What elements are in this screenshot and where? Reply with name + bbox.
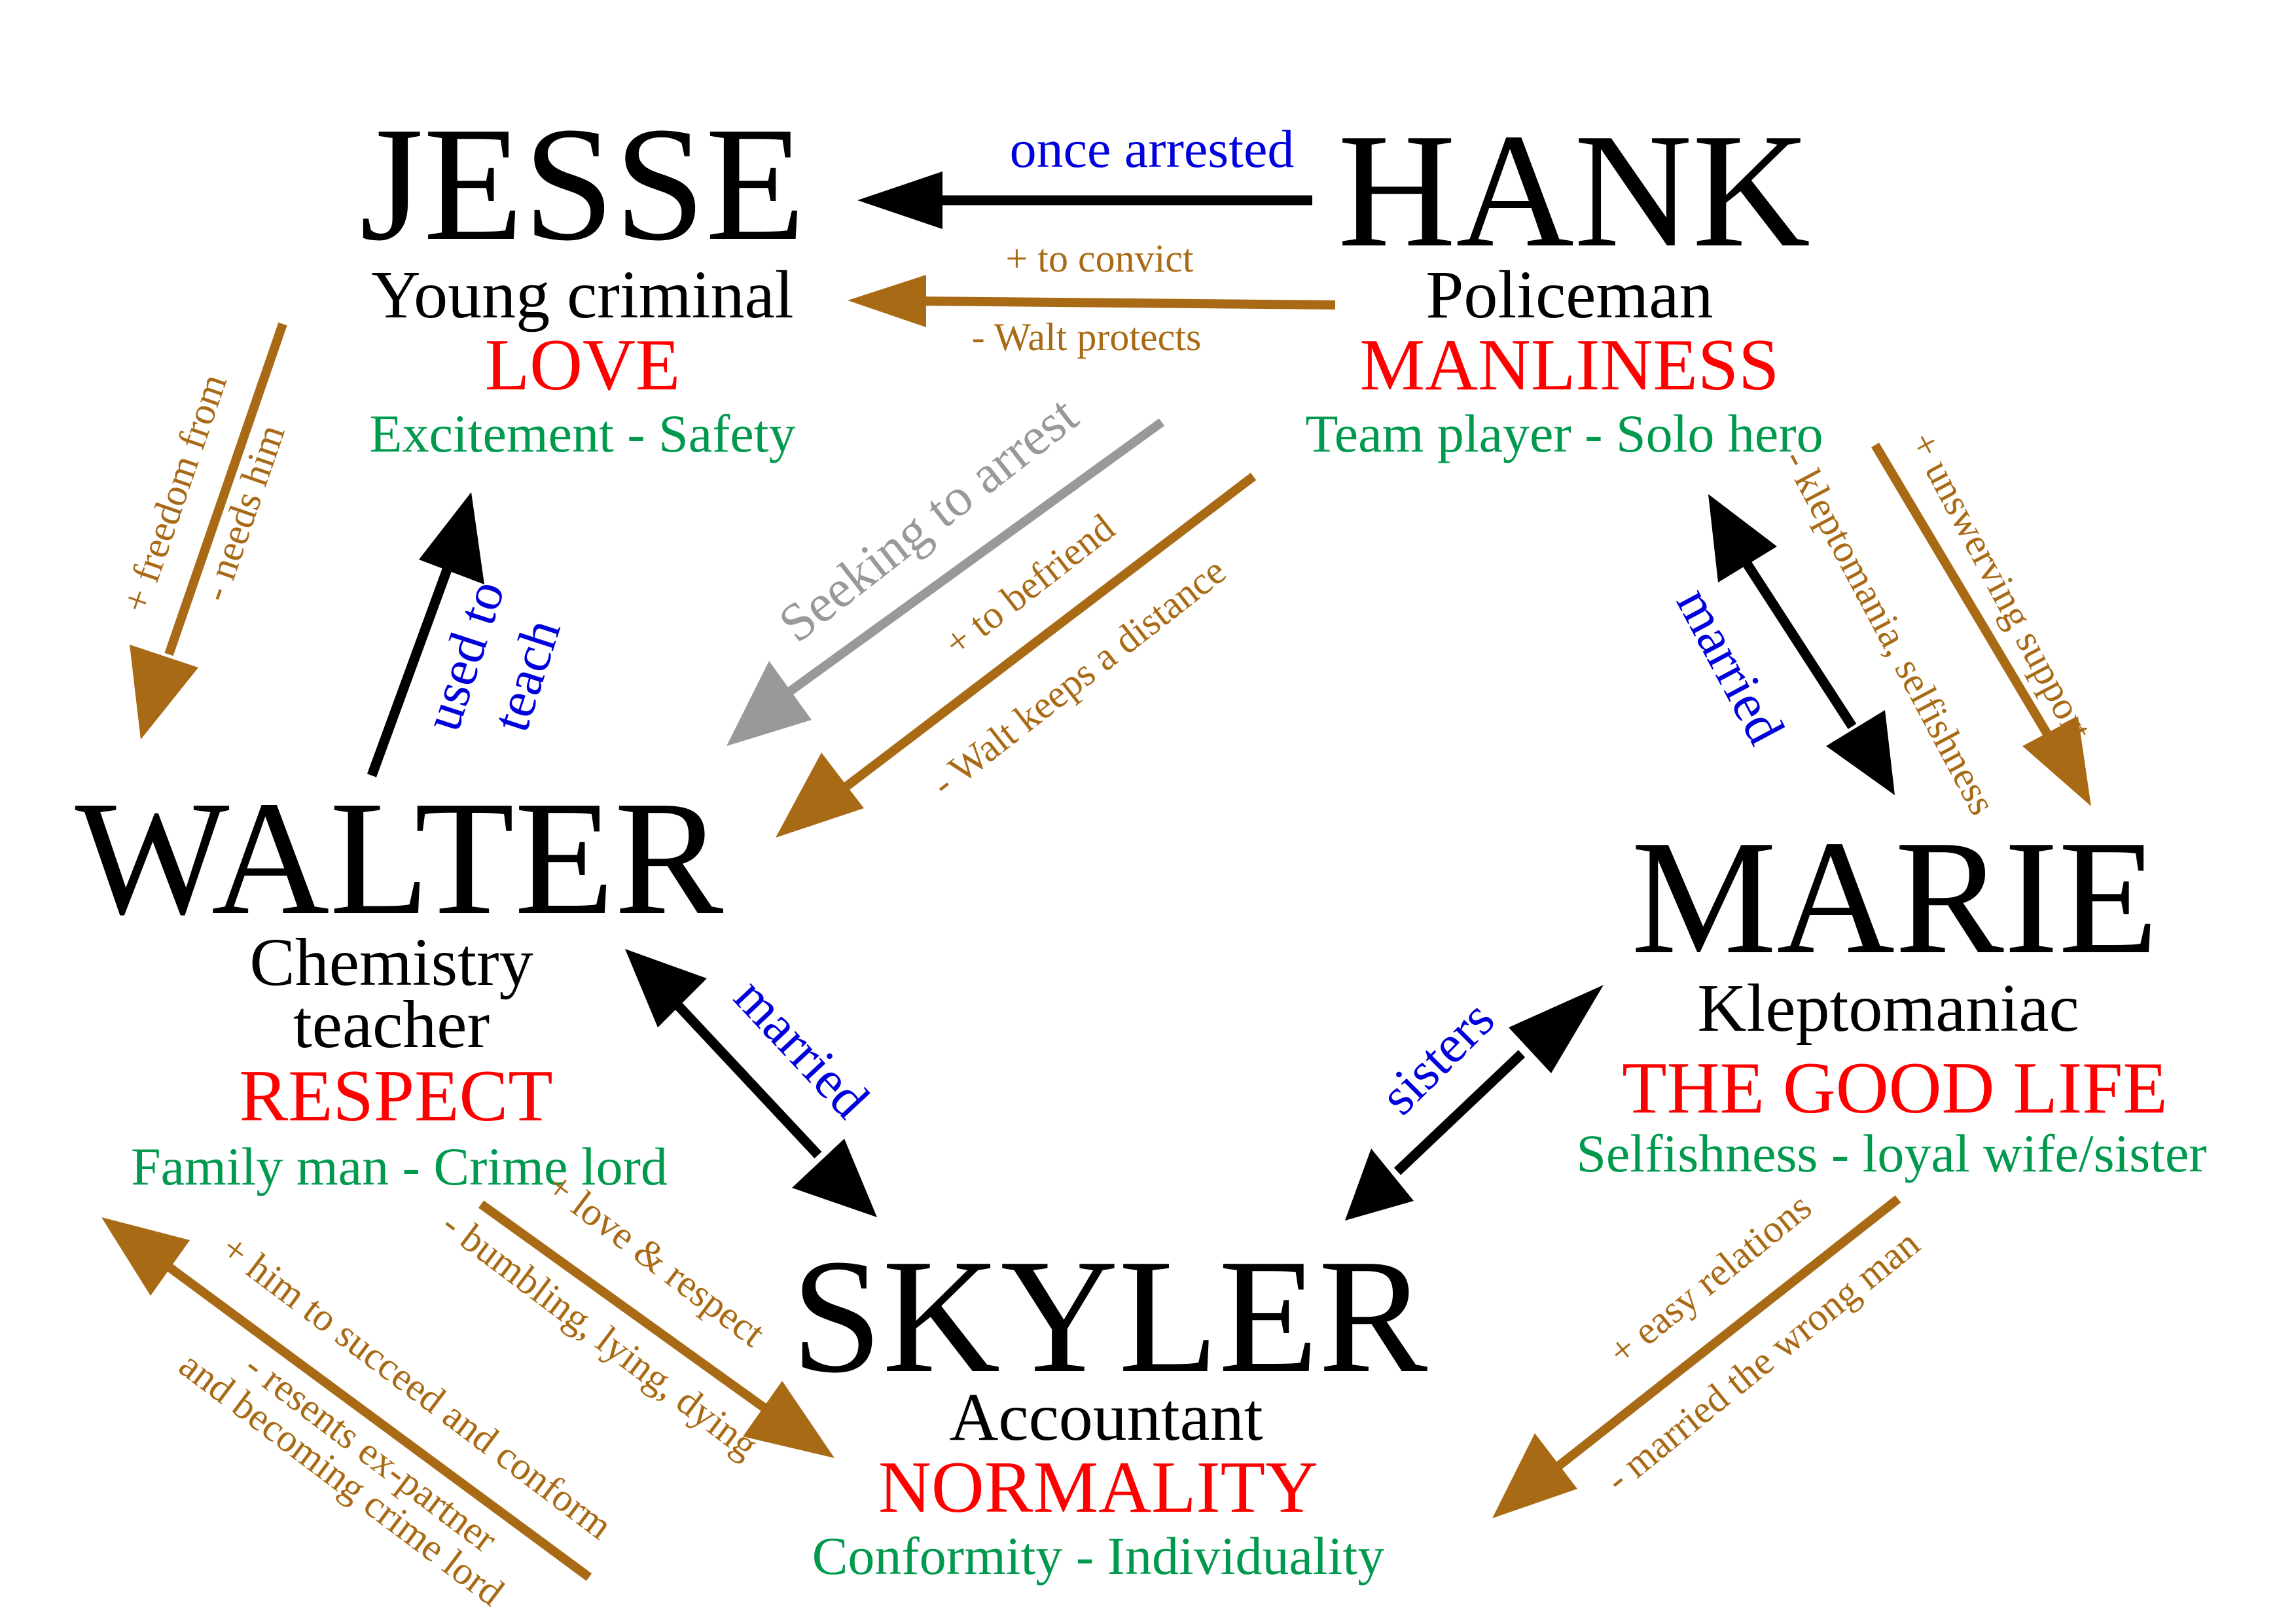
walter-value: RESPECT xyxy=(239,1056,552,1137)
marie-conflict: Selfishness - loyal wife/sister xyxy=(1576,1124,2206,1183)
jesse-role: Young criminal xyxy=(371,257,793,332)
label-sisters: sisters xyxy=(1369,989,1505,1126)
character-marie: MARIE Kleptomaniac THE GOOD LIFE Selfish… xyxy=(1576,807,2206,1183)
character-walter: WALTER Chemistry teacher RESPECT Family … xyxy=(75,768,724,1196)
walter-name: WALTER xyxy=(75,768,724,949)
character-jesse: JESSE Young criminal LOVE Excitement - S… xyxy=(360,94,806,463)
arrow-hank-to-jesse-motive xyxy=(848,275,1336,327)
hank-conflict: Team player - Solo hero xyxy=(1305,404,1823,463)
arrow-walter-to-skyler-motive xyxy=(478,1200,834,1458)
skyler-value: NORMALITY xyxy=(878,1447,1318,1528)
jesse-value: LOVE xyxy=(485,325,681,406)
label-married-walter-skyler: married xyxy=(723,967,880,1130)
label-once-arrested: once arrested xyxy=(1010,119,1295,179)
skyler-role: Accountant xyxy=(949,1380,1263,1455)
walter-role-line1: Chemistry xyxy=(249,925,533,1000)
hank-value: MANLINESS xyxy=(1360,325,1780,406)
marie-name: MARIE xyxy=(1631,807,2159,988)
arrow-hank-to-walter-seeking xyxy=(726,418,1165,746)
character-hank: HANK Policeman MANLINESS Team player - S… xyxy=(1305,100,1823,463)
label-to-convict: + to convict xyxy=(1005,237,1193,280)
label-walt-keeps-distance: - Walt keeps a distance xyxy=(923,549,1233,805)
marie-value: THE GOOD LIFE xyxy=(1622,1048,2168,1129)
arrow-skyler-to-walter-motive xyxy=(101,1217,592,1581)
label-walt-protects: - Walt protects xyxy=(972,315,1202,359)
arrows xyxy=(101,171,2091,1581)
arrow-hank-to-jesse-arrested xyxy=(857,171,1312,229)
character-skyler: SKYLER Accountant NORMALITY Conformity -… xyxy=(791,1226,1428,1586)
arrow-walter-skyler-married xyxy=(625,949,877,1217)
arrow-walter-to-jesse-teach xyxy=(367,492,484,777)
arrow-marie-to-skyler-motive xyxy=(1492,1195,1901,1518)
marie-role: Kleptomaniac xyxy=(1697,971,2079,1046)
jesse-name: JESSE xyxy=(360,94,806,275)
skyler-conflict: Conformity - Individuality xyxy=(812,1526,1385,1586)
walter-role-line2: teacher xyxy=(293,987,490,1062)
skyler-name: SKYLER xyxy=(791,1226,1428,1407)
arrow-marie-skyler-sisters xyxy=(1345,985,1604,1221)
hank-name: HANK xyxy=(1338,100,1810,281)
hank-role: Policeman xyxy=(1426,257,1713,332)
arrow-jesse-to-walter-motive xyxy=(130,322,287,740)
label-seeking-to-arrest: Seeking to arrest xyxy=(768,385,1088,654)
jesse-conflict: Excitement - Safety xyxy=(369,404,795,463)
arrow-hank-marie-married xyxy=(1708,494,1895,795)
arrow-hank-to-marie-motive xyxy=(1871,442,2091,806)
arrow-hank-to-walter-motive xyxy=(776,473,1257,838)
walter-conflict: Family man - Crime lord xyxy=(131,1137,668,1196)
